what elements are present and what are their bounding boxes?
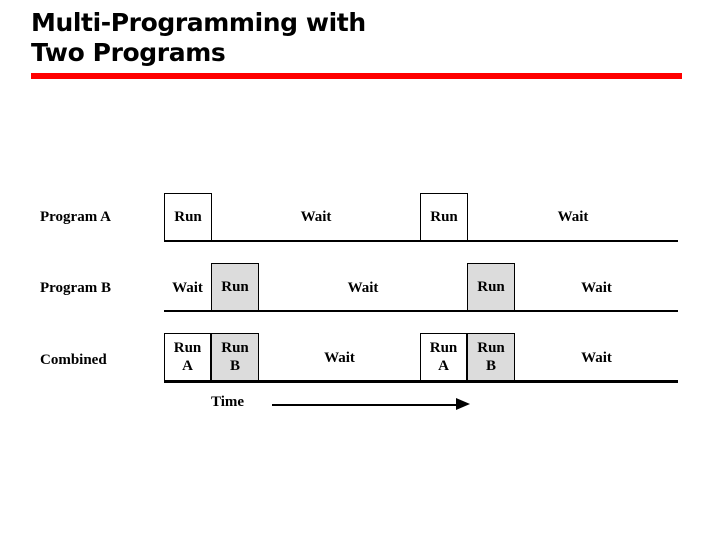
baseline-program-b <box>164 310 678 312</box>
segment-wait-b1: Wait <box>164 271 211 305</box>
segment-state-label: Run <box>430 209 458 225</box>
segment-state-label: Run <box>173 340 202 356</box>
time-arrow-icon <box>272 404 458 406</box>
baseline-program-a <box>164 240 678 242</box>
time-arrowhead-icon <box>456 398 470 410</box>
segment-state-label: Run <box>477 340 505 356</box>
page-title: Multi-Programming with Two Programs <box>31 8 366 67</box>
segment-state-label: Wait <box>172 279 203 296</box>
segment-wait-b2: Wait <box>259 271 467 305</box>
row-label-combined: Combined <box>40 352 107 368</box>
segment-state-label: Run <box>221 279 249 295</box>
segment-state-label: Run <box>174 209 202 225</box>
segment-state-label: Run <box>477 279 505 295</box>
baseline-combined <box>164 380 678 383</box>
segment-run-combined-b1: Run B <box>211 333 259 381</box>
segment-run-b2: Run <box>467 263 515 311</box>
segment-run-a1: Run <box>164 193 212 241</box>
time-axis-label: Time <box>211 394 245 410</box>
segment-state-label: Run <box>221 340 249 356</box>
segment-wait-a2: Wait <box>468 200 678 234</box>
segment-run-combined-b2: Run B <box>467 333 515 381</box>
segment-run-combined-a2: Run A <box>420 333 467 381</box>
row-label-program-a: Program A <box>40 209 111 225</box>
segment-sub-label: A <box>182 358 193 374</box>
segment-run-b1: Run <box>211 263 259 311</box>
segment-sub-label: A <box>438 358 449 374</box>
segment-state-label: Wait <box>324 349 355 366</box>
segment-run-a2: Run <box>420 193 468 241</box>
segment-sub-label: B <box>229 358 240 374</box>
title-divider-rule <box>31 73 682 79</box>
segment-state-label: Wait <box>300 208 332 225</box>
segment-state-label: Wait <box>581 349 612 366</box>
row-label-program-b: Program B <box>40 280 111 296</box>
segment-sub-label: B <box>485 358 496 374</box>
segment-run-combined-a1: Run A <box>164 333 211 381</box>
segment-state-label: Run <box>429 340 458 356</box>
segment-state-label: Wait <box>581 279 612 296</box>
segment-wait-combined-2: Wait <box>515 341 678 375</box>
segment-state-label: Wait <box>347 279 379 296</box>
segment-state-label: Wait <box>557 208 589 225</box>
segment-wait-a1: Wait <box>212 200 420 234</box>
segment-wait-combined-1: Wait <box>259 341 420 375</box>
segment-wait-b3: Wait <box>515 271 678 305</box>
